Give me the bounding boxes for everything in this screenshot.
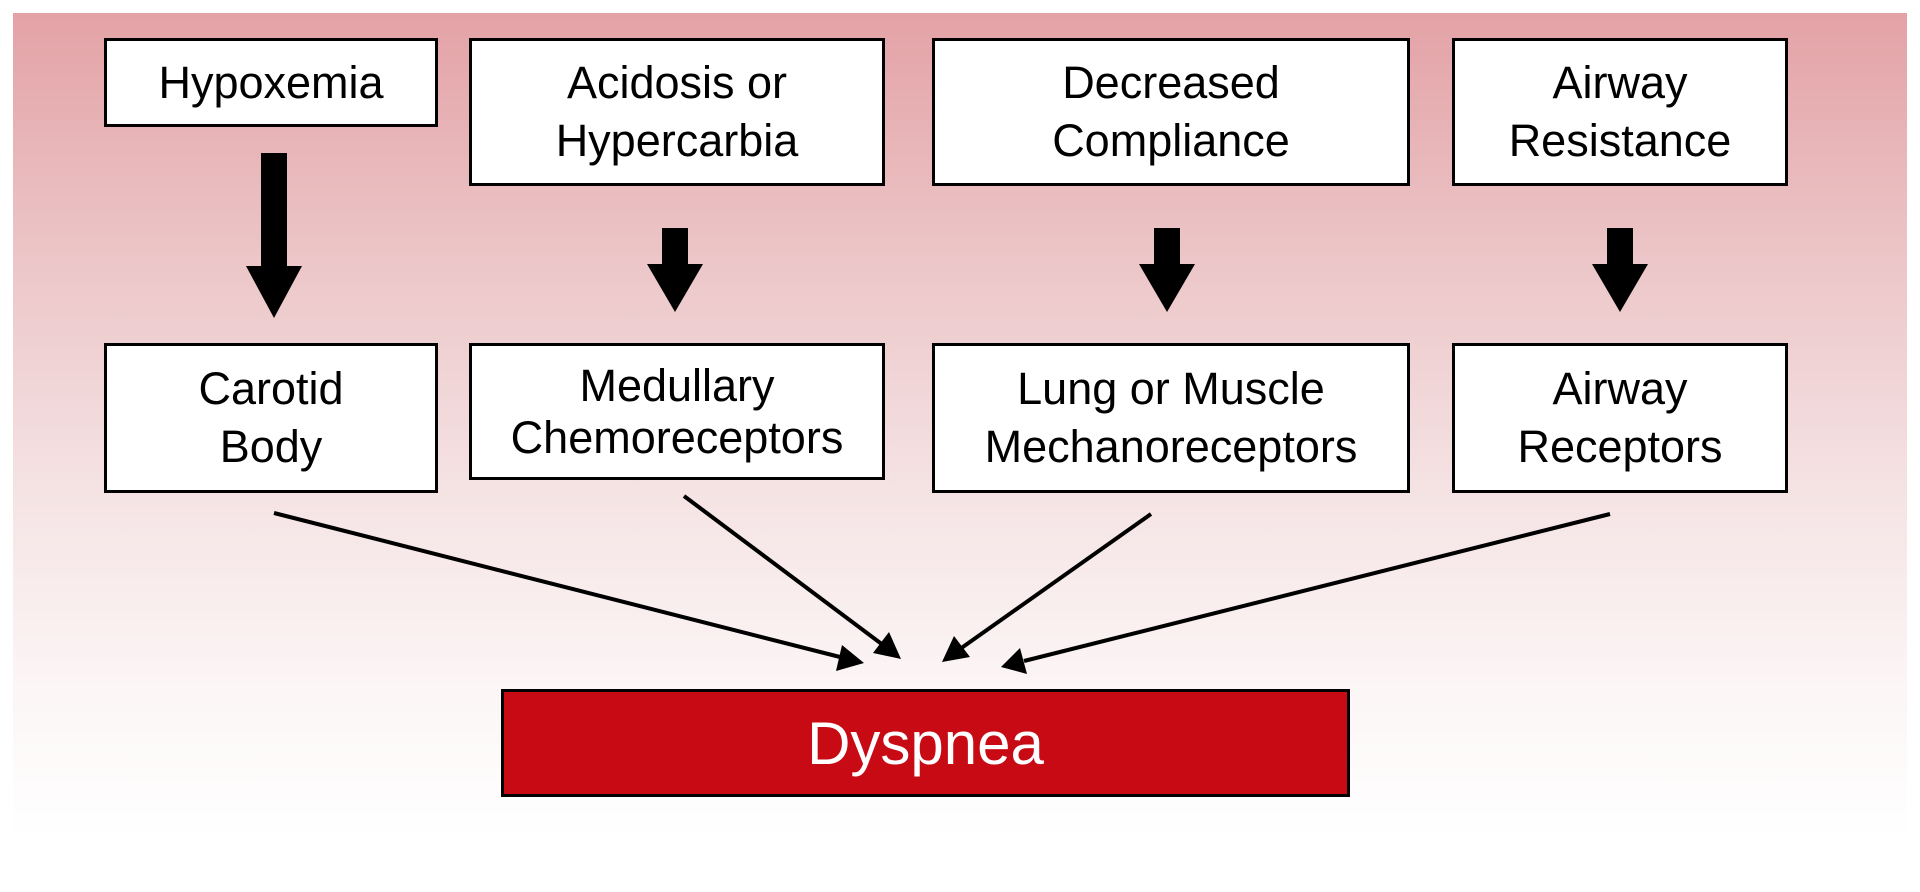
receptor-label-line-2: Mechanoreceptors	[984, 421, 1358, 472]
arrow-mechanoreceptors-to-dyspnea	[942, 512, 1153, 662]
stimulus-label-line-1: Decreased	[1062, 57, 1280, 108]
receptor-label-line-2: Chemoreceptors	[510, 411, 844, 463]
stimulus-box-airway-resistance: Airway Resistance	[1452, 38, 1788, 186]
receptor-label-line-1: Carotid	[198, 363, 344, 414]
outcome-label: Dyspnea	[807, 709, 1044, 777]
receptor-label-line-1: Lung or Muscle	[1017, 363, 1325, 414]
arrow-resistance-to-airway-receptors	[1592, 228, 1648, 312]
block-arrows	[246, 153, 1648, 318]
arrow-hypoxemia-to-carotid-body	[246, 153, 302, 318]
stimulus-box-decreased-compliance: Decreased Compliance	[932, 38, 1410, 186]
stimulus-label: Hypoxemia	[158, 56, 384, 108]
arrow-medullary-to-dyspnea	[682, 494, 901, 659]
arrow-acidosis-to-medullary	[647, 228, 703, 312]
receptor-box-lung-muscle-mechanoreceptors: Lung or Muscle Mechanoreceptors	[932, 343, 1410, 493]
arrow-carotid-body-to-dyspnea	[273, 511, 864, 671]
receptor-label-line-2: Body	[219, 421, 323, 472]
receptor-label-line-1: Medullary	[579, 359, 775, 411]
stimulus-label-line-2: Resistance	[1508, 115, 1732, 166]
receptor-box-carotid-body: Carotid Body	[104, 343, 438, 493]
receptor-label-line-2: Receptors	[1517, 421, 1723, 472]
receptor-box-medullary-chemoreceptors: Medullary Chemoreceptors	[469, 343, 885, 480]
stimulus-label-line-1: Acidosis or	[566, 57, 788, 108]
receptor-label-line-1: Airway	[1552, 363, 1688, 414]
converging-arrows	[273, 494, 1611, 674]
receptor-box-airway-receptors: Airway Receptors	[1452, 343, 1788, 493]
arrow-airway-receptors-to-dyspnea	[1001, 512, 1611, 674]
stimulus-label-line-2: Compliance	[1052, 115, 1290, 166]
stimulus-label-line-1: Airway	[1552, 57, 1688, 108]
stimulus-box-hypoxemia: Hypoxemia	[104, 38, 438, 127]
stimulus-label-line-2: Hypercarbia	[555, 115, 799, 166]
outcome-box-dyspnea: Dyspnea	[501, 689, 1350, 797]
arrow-compliance-to-mechanoreceptors	[1139, 228, 1195, 312]
stimulus-box-acidosis-hypercarbia: Acidosis or Hypercarbia	[469, 38, 885, 186]
